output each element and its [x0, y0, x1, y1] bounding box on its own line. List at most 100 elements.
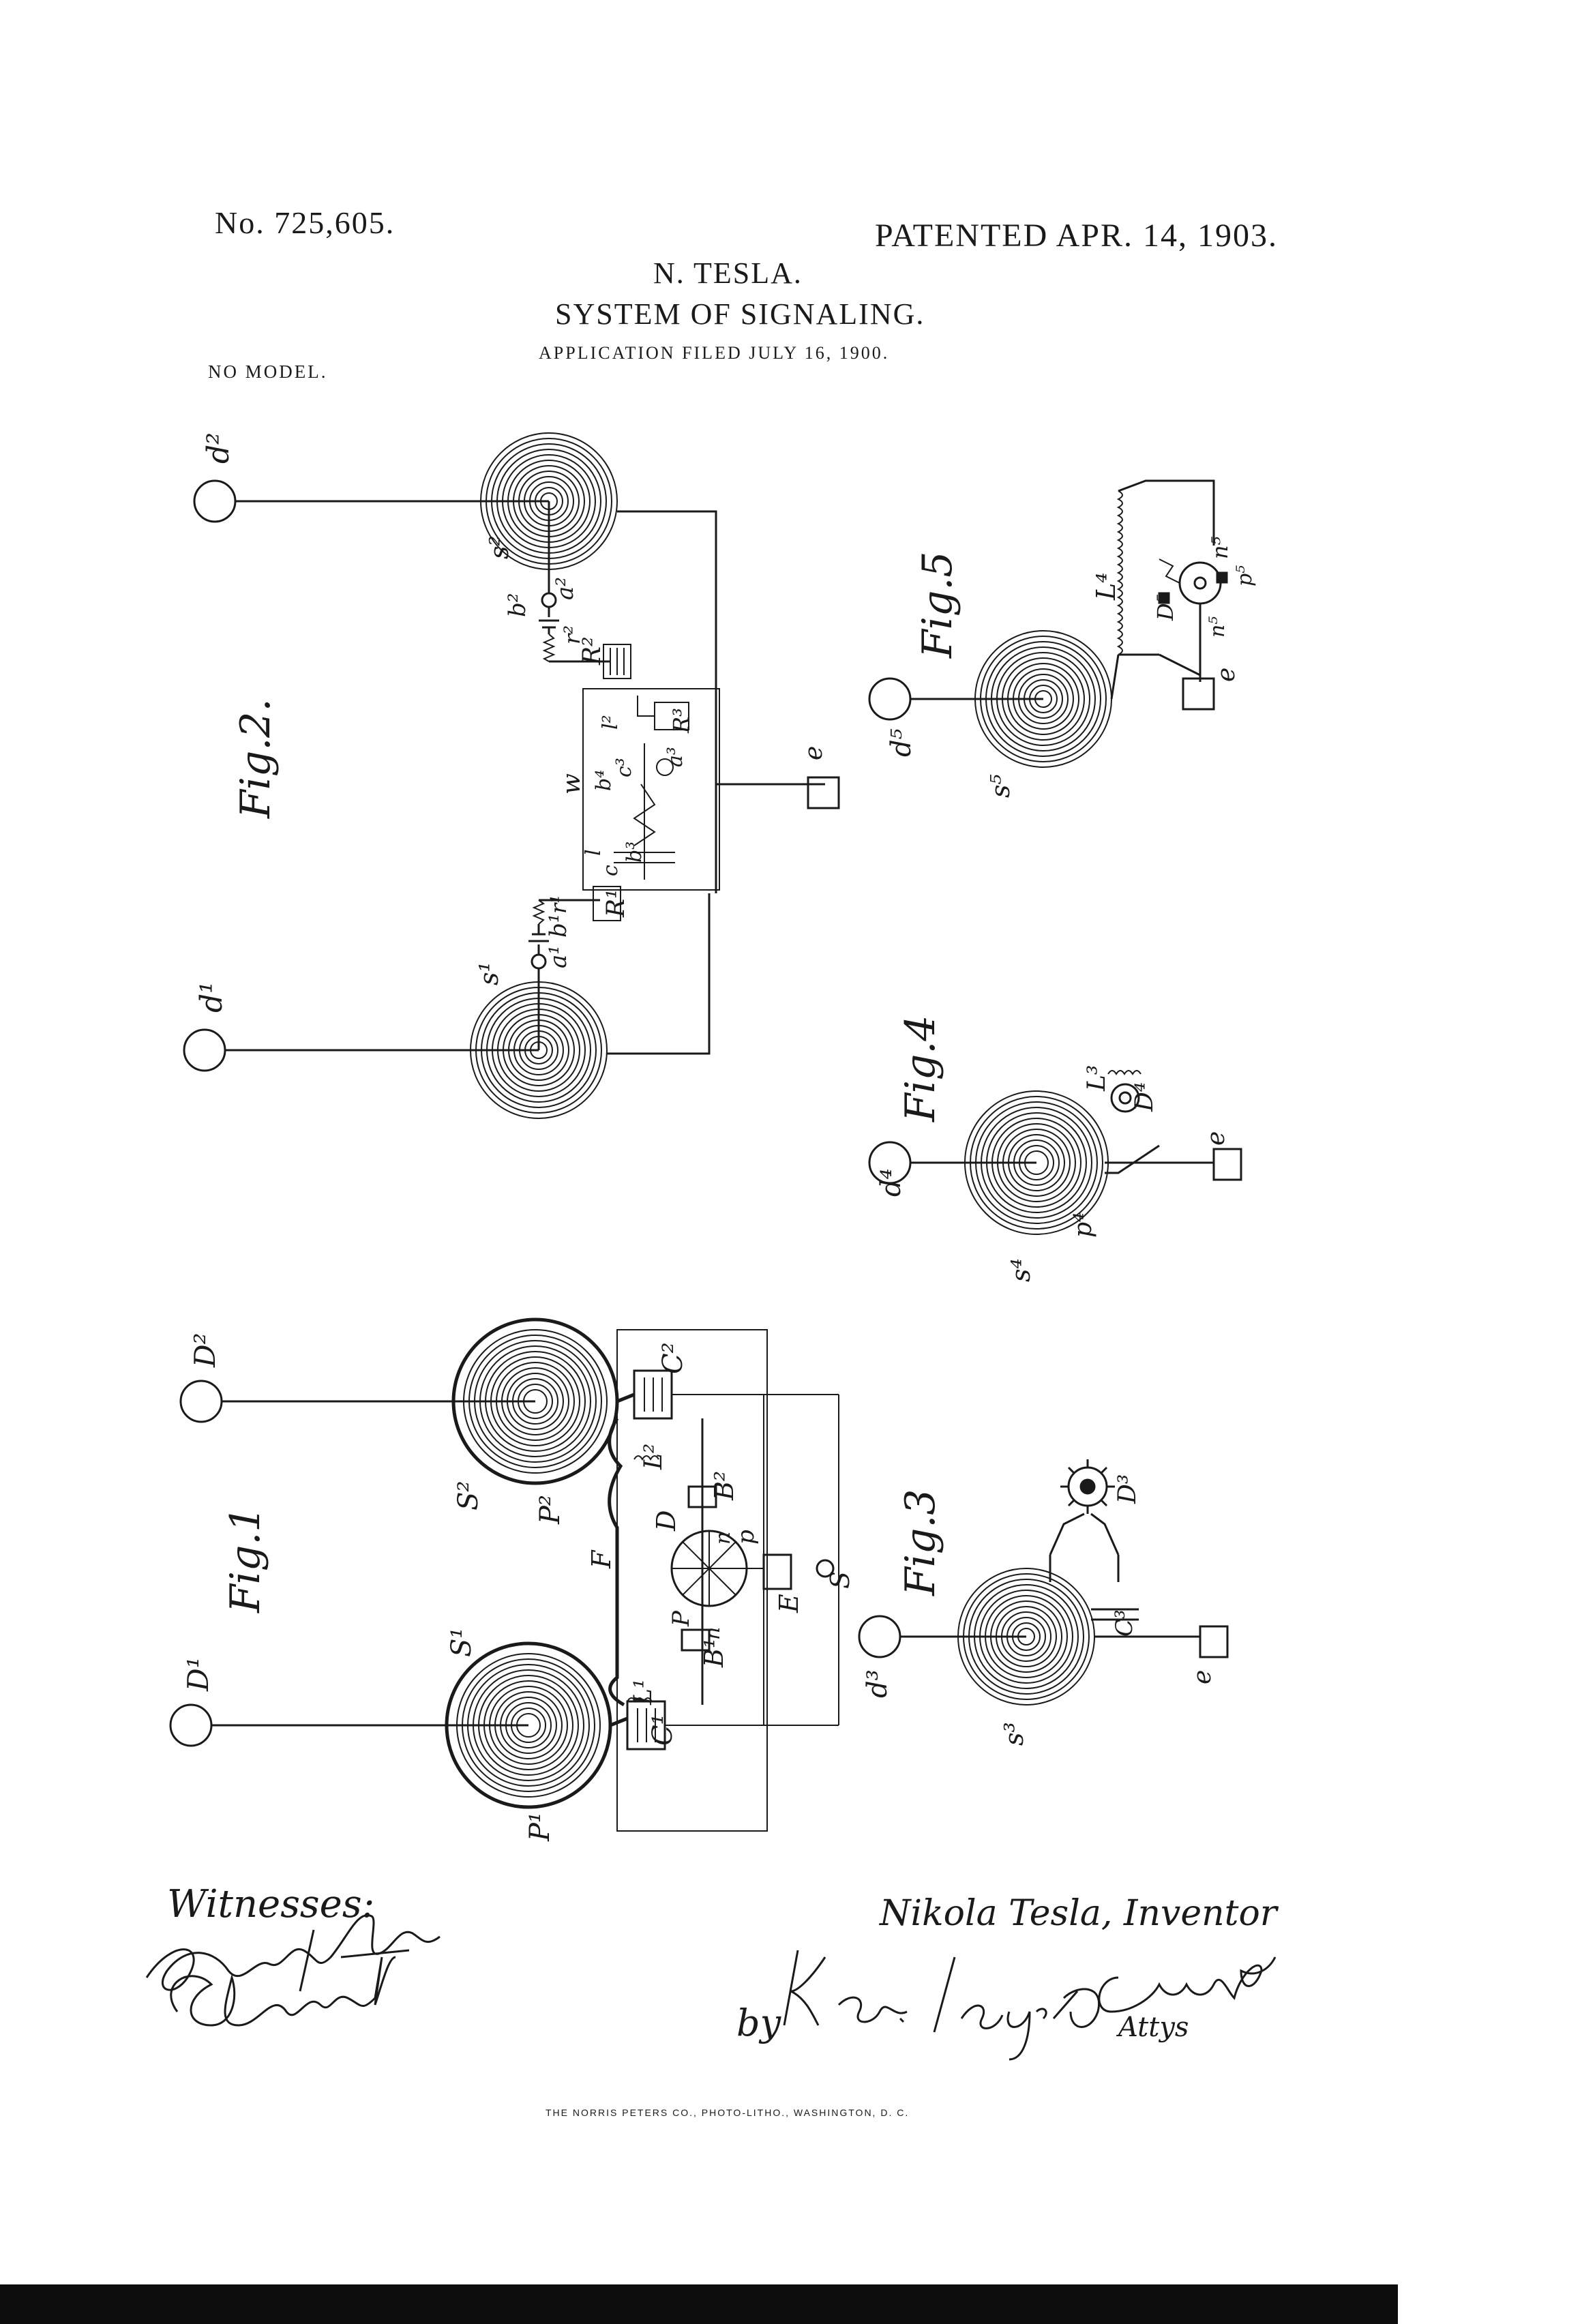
label-D2: D²: [188, 1332, 222, 1368]
label-p: p: [732, 1530, 760, 1545]
figure-2: [183, 432, 840, 1119]
label-D4: D⁴: [1131, 1082, 1159, 1112]
inductance-l3: [1107, 1070, 1141, 1075]
label-b2: b²: [504, 593, 531, 617]
label-s5: s⁵: [985, 774, 1015, 798]
label-a3: a³: [663, 747, 687, 767]
label-F: F: [586, 1549, 616, 1569]
label-d3: d³: [862, 1669, 893, 1698]
inductance-L2: [633, 1455, 659, 1461]
figure-3: [858, 1459, 1229, 1705]
witnesses-label: Witnesses:: [167, 1882, 375, 1926]
fig5-caption: Fig.5: [914, 552, 961, 659]
label-L2: L²: [640, 1444, 668, 1470]
attys-label: Attys: [1118, 2012, 1189, 2043]
fig4-caption: Fig.4: [897, 1015, 944, 1122]
label-d1: d¹: [194, 981, 229, 1013]
ground-plate-e5: [1182, 677, 1215, 711]
label-e-fig5: e: [1212, 668, 1240, 682]
inductance-L1: [627, 1697, 653, 1703]
label-S2: S²: [453, 1481, 484, 1510]
label-b3: b³: [623, 841, 646, 863]
label-C2: C²: [657, 1342, 689, 1374]
label-e-fig3: e: [1189, 1670, 1217, 1684]
label-C3: C³: [1111, 1609, 1138, 1637]
conductor-F: [608, 1417, 625, 1707]
label-a1: a¹: [545, 945, 572, 968]
label-S: S: [825, 1571, 855, 1589]
inventor-signature-line: Nikola Tesla, Inventor: [880, 1893, 1277, 1934]
figure-4: [868, 1070, 1242, 1235]
switch-S: [816, 1559, 835, 1578]
patent-date: PATENTED APR. 14, 1903.: [875, 218, 1278, 254]
fig2-caption: Fig.2.: [232, 698, 280, 819]
label-n5-bottom: n⁵: [1206, 616, 1229, 638]
figure-5: [868, 479, 1228, 768]
ground-plate-e: [807, 776, 840, 809]
label-D1: D¹: [181, 1656, 215, 1692]
ground-plate-e3: [1199, 1625, 1229, 1658]
application-filed: APPLICATION FILED JULY 16, 1900.: [539, 343, 890, 363]
label-e-fig2: e: [800, 746, 828, 760]
label-n-upper: n: [711, 1532, 735, 1545]
label-d5: d⁵: [886, 728, 917, 757]
label-D3: D³: [1114, 1474, 1141, 1504]
label-w: w: [558, 773, 586, 794]
witness-signature-2: [170, 1956, 396, 2027]
ground-plate-E: [762, 1553, 792, 1590]
patent-number: No. 725,605.: [215, 205, 395, 240]
label-D: D: [651, 1510, 681, 1532]
label-R1: R¹: [602, 889, 630, 918]
label-p5-top: p⁵: [1233, 565, 1257, 586]
label-b4: b⁴: [592, 770, 616, 791]
label-s1: s¹: [474, 962, 504, 985]
fig3-caption: Fig.3: [897, 1489, 944, 1596]
label-P2: P²: [535, 1495, 566, 1525]
spiral-coil-s4: [964, 1090, 1109, 1235]
label-P: P: [668, 1610, 695, 1627]
label-c3: c³: [612, 758, 636, 777]
printer-imprint: THE NORRIS PETERS CO., PHOTO-LITHO., WAS…: [546, 2107, 910, 2118]
detector-d4: [1110, 1083, 1140, 1113]
label-n5-top: n⁵: [1207, 536, 1233, 559]
label-l2: l²: [599, 715, 623, 730]
label-B1: B¹: [699, 1638, 729, 1668]
patent-title: SYSTEM OF SIGNALING.: [555, 297, 925, 331]
label-D5: D⁵: [1152, 594, 1178, 621]
label-L4: L⁴: [1091, 573, 1121, 601]
label-a2: a²: [552, 577, 579, 600]
label-p4: p⁴: [1069, 1212, 1097, 1238]
spiral-coil-s5: [974, 630, 1112, 768]
by-label: by: [736, 2001, 781, 2044]
label-L1: L¹: [629, 1679, 657, 1705]
no-model-note: NO MODEL.: [208, 361, 328, 382]
label-d4: d⁴: [876, 1168, 907, 1197]
spiral-coil-s3: [957, 1568, 1095, 1705]
scan-edge-bar: [0, 2284, 1398, 2324]
label-L3: L³: [1083, 1065, 1111, 1092]
label-r2: r²: [559, 625, 585, 644]
spiral-coil-S2: [463, 1329, 608, 1474]
label-B2: B²: [709, 1471, 739, 1501]
spiral-coil-S1: [456, 1653, 601, 1798]
label-P1: P¹: [524, 1812, 556, 1842]
battery-B2: [687, 1485, 717, 1508]
label-E: E: [774, 1594, 804, 1613]
label-e-fig4: e: [1202, 1131, 1230, 1146]
label-r1: r¹: [546, 895, 571, 914]
label-b1: b¹: [545, 914, 572, 938]
label-R3: R³: [668, 708, 694, 734]
label-s4: s⁴: [1006, 1258, 1036, 1282]
fig1-caption: Fig.1: [222, 1506, 269, 1613]
inductance-coil-l4: [1116, 490, 1123, 655]
label-S1: S¹: [446, 1628, 477, 1657]
label-n-lower: n: [701, 1627, 725, 1640]
label-l: l: [582, 849, 606, 856]
figure-1: [169, 1317, 839, 1832]
inventor-name: N. TESLA.: [653, 256, 803, 290]
label-s3: s³: [999, 1722, 1029, 1746]
label-c: c: [599, 865, 623, 876]
label-s2: s²: [484, 535, 514, 559]
label-C1: C¹: [647, 1714, 678, 1746]
